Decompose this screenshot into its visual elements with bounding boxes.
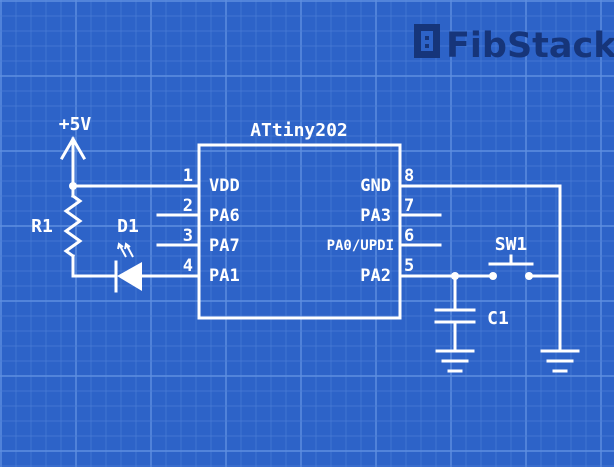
led-d1: D1 (71, 216, 201, 293)
pin-5-number: 5 (404, 256, 414, 276)
chip-name: ATtiny202 (250, 120, 348, 141)
pin-3-label: PA7 (209, 236, 240, 256)
resistor-zigzag (63, 193, 83, 259)
pin-2-number: 2 (183, 196, 193, 216)
pin-4-number: 4 (183, 256, 193, 276)
pin-1-label: VDD (209, 176, 240, 196)
pin-3-number: 3 (183, 226, 193, 246)
chip-body (197, 143, 402, 320)
supply-label: +5V (59, 114, 92, 135)
capacitor-label: C1 (487, 308, 509, 329)
pa2-net: SW1 C1 (398, 234, 562, 373)
pin-1-number: 1 (183, 166, 193, 186)
fibstack-logo-icon (414, 24, 440, 58)
resistor-r1: R1 (31, 193, 83, 278)
pin-2-label: PA6 (209, 206, 240, 226)
pin-5-label: PA2 (360, 266, 391, 286)
supply-net: +5V (59, 114, 201, 198)
pin-7-number: 7 (404, 196, 414, 216)
supply-junction (69, 182, 77, 190)
switch-label: SW1 (495, 234, 528, 255)
fibstack-logo: FibStack (414, 24, 614, 66)
pin-6-number: 6 (404, 226, 414, 246)
pin-8-number: 8 (404, 166, 414, 186)
switch-contact-left (489, 272, 497, 280)
pin-8-label: GND (360, 176, 391, 196)
pin-7-label: PA3 (360, 206, 391, 226)
led-emission-arrows-icon (117, 242, 134, 258)
pin-4-label: PA1 (209, 266, 240, 286)
led-label: D1 (117, 216, 139, 237)
led-triangle (117, 262, 142, 291)
gnd-net (398, 184, 580, 373)
gnd-wire (398, 184, 562, 353)
brand-name: FibStack (446, 26, 614, 66)
left-pins: 1 2 3 4 VDD PA6 PA7 PA1 (156, 166, 240, 286)
pin-6-label: PA0/UPDI (327, 238, 394, 254)
resistor-label: R1 (31, 216, 53, 237)
right-pins: 8 7 6 5 GND PA3 PA0/UPDI PA2 (327, 166, 442, 286)
